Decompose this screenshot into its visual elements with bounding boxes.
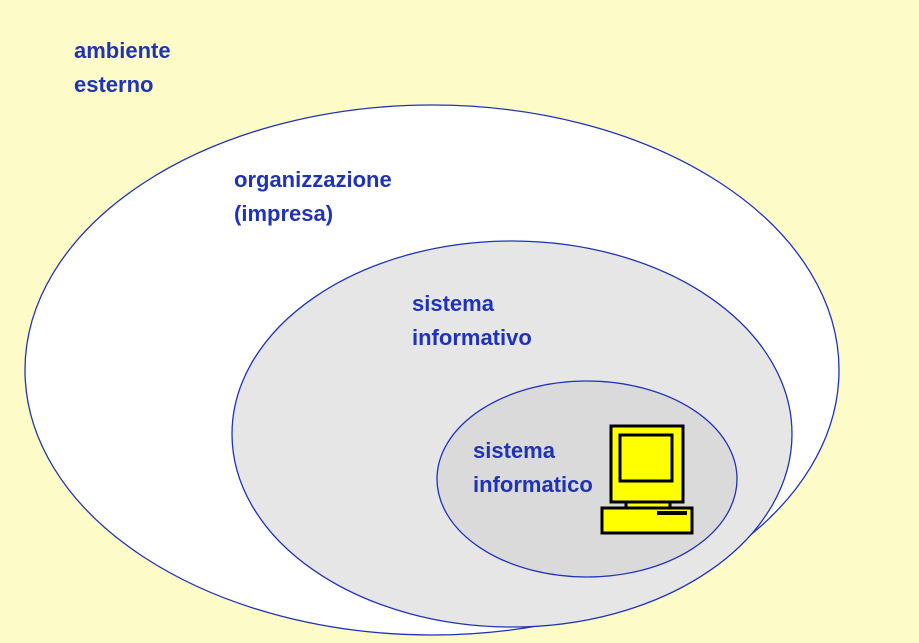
label-sistema-informativo: sistema informativo: [412, 287, 532, 355]
computer-icon: [600, 424, 694, 535]
label-sistema-informativo-line2: informativo: [412, 325, 532, 350]
label-organizzazione-line2: (impresa): [234, 201, 334, 226]
label-sistema-informatico-line1: sistema: [473, 438, 555, 463]
label-ambiente-line1: ambiente: [74, 38, 171, 63]
label-ambiente-esterno: ambiente esterno: [74, 34, 171, 102]
label-organizzazione: organizzazione (impresa): [234, 163, 392, 231]
label-sistema-informatico: sistema informatico: [473, 434, 593, 502]
label-ambiente-line2: esterno: [74, 72, 154, 97]
label-sistema-informativo-line1: sistema: [412, 291, 494, 316]
label-sistema-informatico-line2: informatico: [473, 472, 593, 497]
label-organizzazione-line1: organizzazione: [234, 167, 392, 192]
